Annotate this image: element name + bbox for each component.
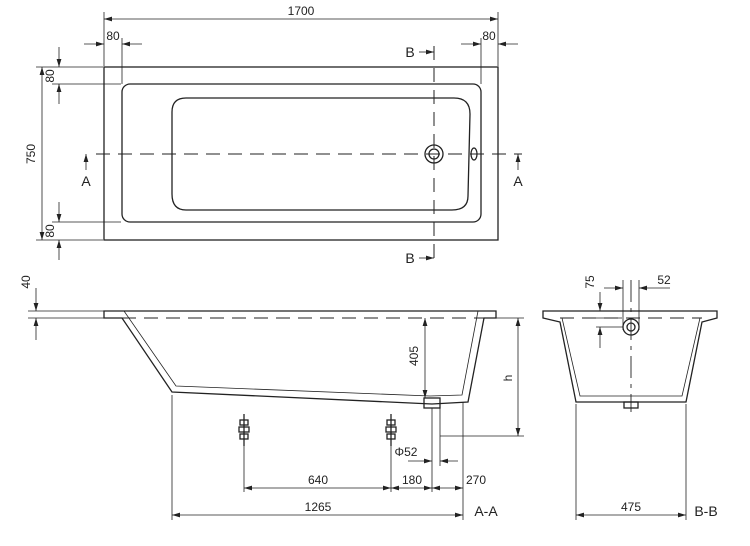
dim-1700: 1700: [288, 4, 315, 18]
dim-475: 475: [621, 500, 641, 514]
dim-h: h: [501, 375, 515, 382]
dim-640: 640: [308, 473, 328, 487]
aa-inner-wall: [123, 310, 479, 397]
dim-1265: 1265: [305, 500, 332, 514]
label-a-right: A: [513, 173, 523, 189]
dim-80-right: 80: [482, 29, 496, 43]
bb-tub-profile: [542, 310, 718, 403]
dim-52: 52: [657, 273, 671, 287]
aa-foot-left: [238, 414, 250, 446]
label-a-left: A: [81, 173, 91, 189]
dim-405: 405: [407, 346, 421, 366]
dim-180: 180: [402, 473, 422, 487]
plan-inner-rim: [121, 83, 482, 223]
label-view-aa: A-A: [474, 503, 498, 519]
dim-270: 270: [466, 473, 486, 487]
dim-80-top: 80: [43, 69, 57, 83]
aa-tub-profile: [103, 310, 497, 405]
plan-view: 1700 80 80 750 80 80 A A B B: [24, 4, 523, 266]
dim-40: 40: [19, 275, 33, 289]
dim-75: 75: [583, 275, 597, 289]
section-bb-view: 75 52 475 B-B: [542, 273, 718, 520]
dim-80-bottom: 80: [43, 224, 57, 238]
section-aa-view: 40 405 h Φ52 640 180 270 1265 A-A: [19, 275, 524, 520]
dim-phi52: Φ52: [395, 445, 418, 459]
aa-drain: [423, 397, 441, 409]
label-b-top: B: [405, 44, 414, 60]
dim-80-left: 80: [106, 29, 120, 43]
label-b-bottom: B: [405, 250, 414, 266]
plan-basin: [171, 97, 471, 211]
dim-750: 750: [24, 144, 38, 164]
label-view-bb: B-B: [694, 503, 717, 519]
aa-foot-right: [385, 414, 397, 446]
